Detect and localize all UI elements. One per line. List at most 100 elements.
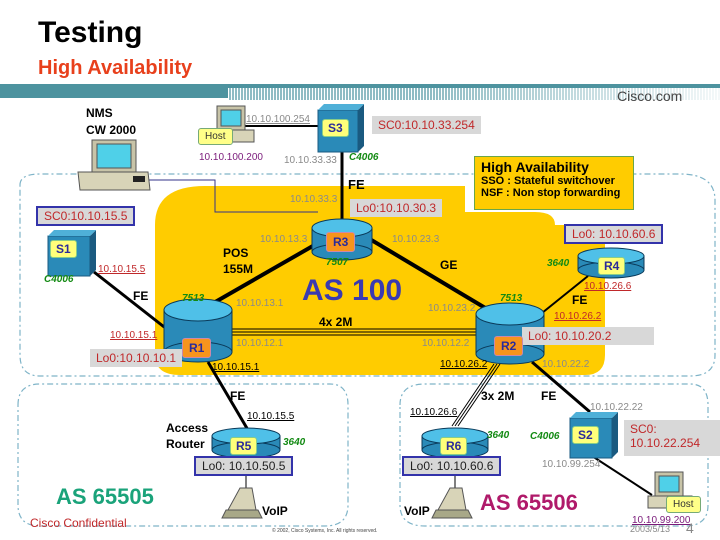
- s1-tag: S1: [50, 240, 77, 258]
- r3-ip-s3: 10.10.33.3: [290, 194, 338, 205]
- slide-date: 2003/5/13: [630, 524, 671, 534]
- ha-nsf: NSF : Non stop forwarding: [481, 187, 621, 199]
- r2-ip-r6: 10.10.26.2: [440, 359, 488, 370]
- s1-model: C4006: [44, 274, 74, 285]
- slide-subtitle: High Availability: [38, 57, 193, 79]
- r3-ip-r1: 10.10.13.3: [260, 234, 308, 245]
- r1-tag: R1: [182, 338, 212, 358]
- r2-tag: R2: [494, 336, 524, 356]
- copyright-text: © 2002, Cisco Systems, Inc. All rights r…: [272, 528, 378, 534]
- nms-computer-icon: [77, 139, 151, 191]
- r6-tag: R6: [440, 437, 468, 455]
- s3-model: C4006: [349, 152, 379, 163]
- link-r1-r3-label-1: POS: [223, 246, 249, 260]
- link-r2-s2-label: FE: [541, 389, 557, 403]
- r1-ip-r2: 10.10.12.1: [236, 338, 284, 349]
- as100-label: AS 100: [302, 274, 403, 307]
- r5-tag: R5: [230, 437, 258, 455]
- voip-left-label: VoIP: [262, 504, 288, 518]
- r1-lo0-box: Lo0:10.10.10.1: [90, 349, 183, 367]
- as65505-label: AS 65505: [56, 484, 154, 509]
- r2-ip-s2: 10.10.22.2: [542, 359, 590, 370]
- r6-lo0-box: Lo0: 10.10.60.6: [402, 456, 502, 476]
- brand-text: Cisco.com: [617, 88, 683, 104]
- as65506-region-outline: [399, 383, 709, 527]
- ha-sso: SSO : Stateful switchover: [481, 175, 615, 187]
- r2-lo0-box: Lo0: 10.10.20.2: [522, 327, 654, 345]
- r5-ip: 10.10.15.5: [247, 411, 295, 422]
- r4-ip: 10.10.26.6: [584, 281, 632, 292]
- r4-lo0-box: Lo0: 10.10.60.6: [564, 224, 664, 244]
- link-r2-r6: [451, 363, 501, 427]
- s2-sc0-box: SC0: 10.10.22.254: [624, 420, 720, 456]
- s1-sc0-box: SC0:10.10.15.5: [36, 206, 136, 226]
- page-number: 4: [686, 520, 694, 536]
- as65505-region-outline: [17, 383, 349, 527]
- nms-label: NMS: [86, 106, 113, 120]
- s3-sc0-box: SC0:10.10.33.254: [372, 116, 481, 134]
- link-r2-s2: [531, 360, 591, 414]
- s3-ip-host-side: 10.10.100.254: [246, 114, 310, 125]
- s3-ip-down: 10.10.33.33: [284, 155, 337, 166]
- voip-right-label: VoIP: [404, 504, 430, 518]
- link-s3-r3-label: FE: [348, 177, 365, 192]
- s2-model: C4006: [530, 431, 560, 442]
- s2-ip-up: 10.10.22.22: [590, 402, 643, 413]
- slide-title: Testing: [38, 16, 143, 49]
- nms-label-line2: CW 2000: [86, 123, 137, 137]
- r6-ip: 10.10.26.6: [410, 407, 458, 418]
- link-r2-r4: [541, 275, 589, 314]
- host-bottom-ip: 10.10.99.200: [632, 515, 691, 526]
- r1-ip-s1: 10.10.15.1: [110, 330, 158, 341]
- r3-ip-r2: 10.10.23.3: [392, 234, 440, 245]
- link-r1-r5: [206, 361, 250, 431]
- r1-ip-r3: 10.10.13.1: [236, 298, 284, 309]
- link-r3-r2-label: GE: [440, 258, 458, 272]
- link-r1-r2-label: 4x 2M: [319, 315, 353, 329]
- s1-ip: 10.10.15.5: [98, 264, 146, 275]
- confidential-label: Cisco Confidential: [30, 516, 127, 530]
- voip-phone-left-icon: [221, 487, 263, 519]
- link-r1-r5-label: FE: [230, 389, 246, 403]
- ha-title: High Availability: [481, 159, 589, 175]
- as65506-label: AS 65506: [480, 490, 578, 515]
- link-s2-host: [591, 455, 653, 496]
- r2-model: 7513: [500, 293, 523, 304]
- r3-tag: R3: [326, 232, 356, 252]
- ha-info-box: High Availability SSO : Stateful switcho…: [474, 156, 634, 210]
- link-r2-r4-label: FE: [572, 293, 588, 307]
- s2-sc0-line1: SC0:: [630, 422, 657, 436]
- r3-model: 7507: [326, 257, 349, 268]
- r5-model: 3640: [283, 437, 306, 448]
- link-r1-r3: [209, 241, 319, 307]
- link-r1-r2: [228, 328, 476, 336]
- r5-role-line2: Router: [166, 437, 205, 451]
- s3-tag: S3: [322, 119, 349, 137]
- r2-ip-r4: 10.10.26.2: [554, 311, 602, 322]
- header-banner-fade: [430, 88, 720, 100]
- header-banner-line: [228, 84, 720, 87]
- host-top-tag: Host: [198, 128, 233, 145]
- r6-model: 3640: [487, 430, 510, 441]
- r5-lo0-box: Lo0: 10.10.50.5: [194, 456, 294, 476]
- top-region-outline: [19, 173, 716, 377]
- r2-ip-r1: 10.10.12.2: [422, 338, 470, 349]
- r5-role-line1: Access: [166, 421, 209, 435]
- link-s1-r1: [93, 270, 169, 332]
- r3-lo0-box: Lo0:10.10.30.3: [350, 199, 443, 217]
- r4-model: 3640: [547, 258, 570, 269]
- link-r1-r3-label-2: 155M: [223, 262, 254, 276]
- host-bottom-tag: Host: [666, 496, 701, 513]
- s2-sc0-line2: 10.10.22.254: [630, 436, 701, 450]
- host-top-ip: 10.10.100.200: [199, 152, 263, 163]
- voip-phone-right-icon: [431, 487, 473, 519]
- nms-link: [148, 179, 318, 213]
- r1-model: 7513: [182, 293, 205, 304]
- s2-tag: S2: [572, 426, 599, 444]
- link-r2-r6-label: 3x 2M: [481, 389, 515, 403]
- r4-tag: R4: [598, 257, 626, 275]
- r1-ip-r5: 10.10.15.1: [212, 362, 260, 373]
- link-s1-r1-label: FE: [133, 289, 149, 303]
- s2-ip-down: 10.10.99.254: [542, 459, 601, 470]
- link-r3-r2: [366, 236, 494, 314]
